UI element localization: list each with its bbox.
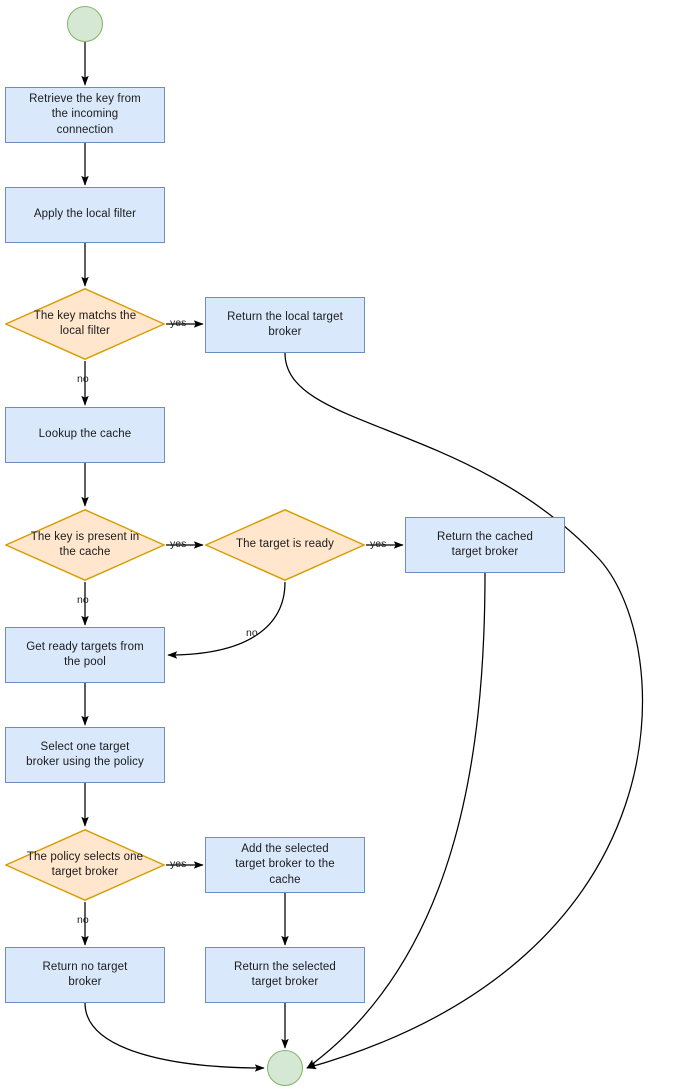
end-terminal[interactable] <box>267 1050 303 1086</box>
node-return-selected-broker-label: Return the selected target broker <box>234 960 336 988</box>
node-apply-filter[interactable]: Apply the local filter <box>5 187 165 243</box>
start-terminal[interactable] <box>67 6 103 42</box>
node-return-no-broker-label: Return no target broker <box>42 960 128 988</box>
edge-label-key-in-cache-yes: yes <box>170 538 187 550</box>
node-policy-selects-broker-label: The policy selects one target broker <box>26 850 144 878</box>
diamond-shape <box>5 288 165 360</box>
node-return-cached-broker-label: Return the cached target broker <box>437 530 533 558</box>
diamond-shape <box>5 509 165 581</box>
node-return-local-broker[interactable]: Return the local target broker <box>205 297 365 353</box>
edge-label-key-in-cache-no: no <box>77 594 89 606</box>
node-retrieve-key-label: Retrieve the key from the incoming conne… <box>29 93 141 136</box>
node-get-ready-targets[interactable]: Get ready targets from the pool <box>5 627 165 683</box>
node-apply-filter-label: Apply the local filter <box>33 208 137 221</box>
edge-label-target-ready-yes: yes <box>370 538 387 550</box>
edge-targetready-no-to-getready <box>167 581 286 659</box>
edge-returnlocal-to-end <box>284 352 644 1070</box>
edge-label-key-matches-no: no <box>77 373 89 385</box>
edge-returnno-to-end <box>84 1002 265 1072</box>
node-return-cached-broker[interactable]: Return the cached target broker <box>405 517 565 573</box>
node-get-ready-targets-label: Get ready targets from the pool <box>26 640 144 668</box>
node-policy-selects-broker[interactable]: The policy selects one target broker <box>5 829 165 901</box>
edge-returncached-to-end <box>306 572 486 1069</box>
node-return-local-broker-label: Return the local target broker <box>227 310 343 338</box>
node-target-is-ready-label: The target is ready <box>235 538 335 551</box>
node-return-selected-broker[interactable]: Return the selected target broker <box>205 947 365 1003</box>
node-retrieve-key[interactable]: Retrieve the key from the incoming conne… <box>5 87 165 143</box>
edge-label-policy-selects-no: no <box>77 914 89 926</box>
node-add-to-cache[interactable]: Add the selected target broker to the ca… <box>205 837 365 893</box>
edge-label-key-matches-yes: yes <box>170 317 187 329</box>
diamond-shape <box>205 509 365 581</box>
node-add-to-cache-label: Add the selected target broker to the ca… <box>235 843 335 886</box>
node-target-is-ready[interactable]: The target is ready <box>205 509 365 581</box>
node-select-target-broker-label: Select one target broker using the polic… <box>26 740 144 768</box>
node-return-no-broker[interactable]: Return no target broker <box>5 947 165 1003</box>
diamond-shape <box>5 829 165 901</box>
node-key-matches-filter-label: The key matchs the local filter <box>33 309 137 337</box>
node-select-target-broker[interactable]: Select one target broker using the polic… <box>5 727 165 783</box>
node-lookup-cache[interactable]: Lookup the cache <box>5 407 165 463</box>
edge-label-target-ready-no: no <box>246 627 258 639</box>
edge-label-policy-selects-yes: yes <box>170 858 187 870</box>
node-key-matches-filter[interactable]: The key matchs the local filter <box>5 288 165 360</box>
node-key-in-cache[interactable]: The key is present in the cache <box>5 509 165 581</box>
node-key-in-cache-label: The key is present in the cache <box>30 530 140 558</box>
node-lookup-cache-label: Lookup the cache <box>38 428 132 441</box>
